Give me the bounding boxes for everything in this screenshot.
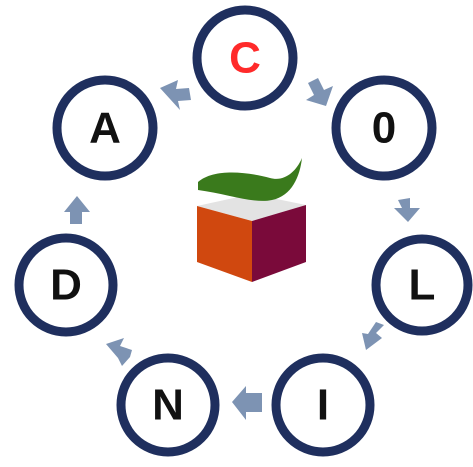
box-right-face [252,205,306,282]
green-lid-leaf [198,158,302,201]
node-i-ring [271,353,375,457]
node-n-letter: N [152,381,184,430]
node-a-ring [52,75,158,181]
node-d-letter: D [50,261,82,310]
node-l: L [371,234,473,336]
node-o: 0 [331,75,437,181]
arrow-d-to-a [64,196,90,224]
node-n: N [116,353,220,457]
node-c-letter: C [229,34,261,83]
node-d-ring [14,233,118,337]
node-a: A [52,75,158,181]
node-o-letter: 0 [372,104,396,153]
arrow-i-to-n [232,386,262,420]
box-left-face [197,206,252,282]
node-c-ring [192,5,298,111]
node-c: C [192,5,298,111]
node-d: D [14,233,118,337]
node-l-letter: L [409,261,436,310]
box-inner-top [197,194,306,221]
node-n-ring [116,353,220,457]
arrow-n-to-d [106,338,132,366]
arrow-a-to-c [160,80,191,110]
arrow-l-to-i [362,322,384,350]
open-box-with-green-lid-icon [197,158,306,282]
node-o-ring [331,75,437,181]
node-a-letter: A [89,104,121,153]
node-i: I [271,353,375,457]
arrow-c-to-o [306,78,333,106]
node-i-letter: I [317,381,329,430]
flow-arrows [64,78,420,420]
node-l-ring [371,234,473,336]
arrow-o-to-l [394,198,420,222]
